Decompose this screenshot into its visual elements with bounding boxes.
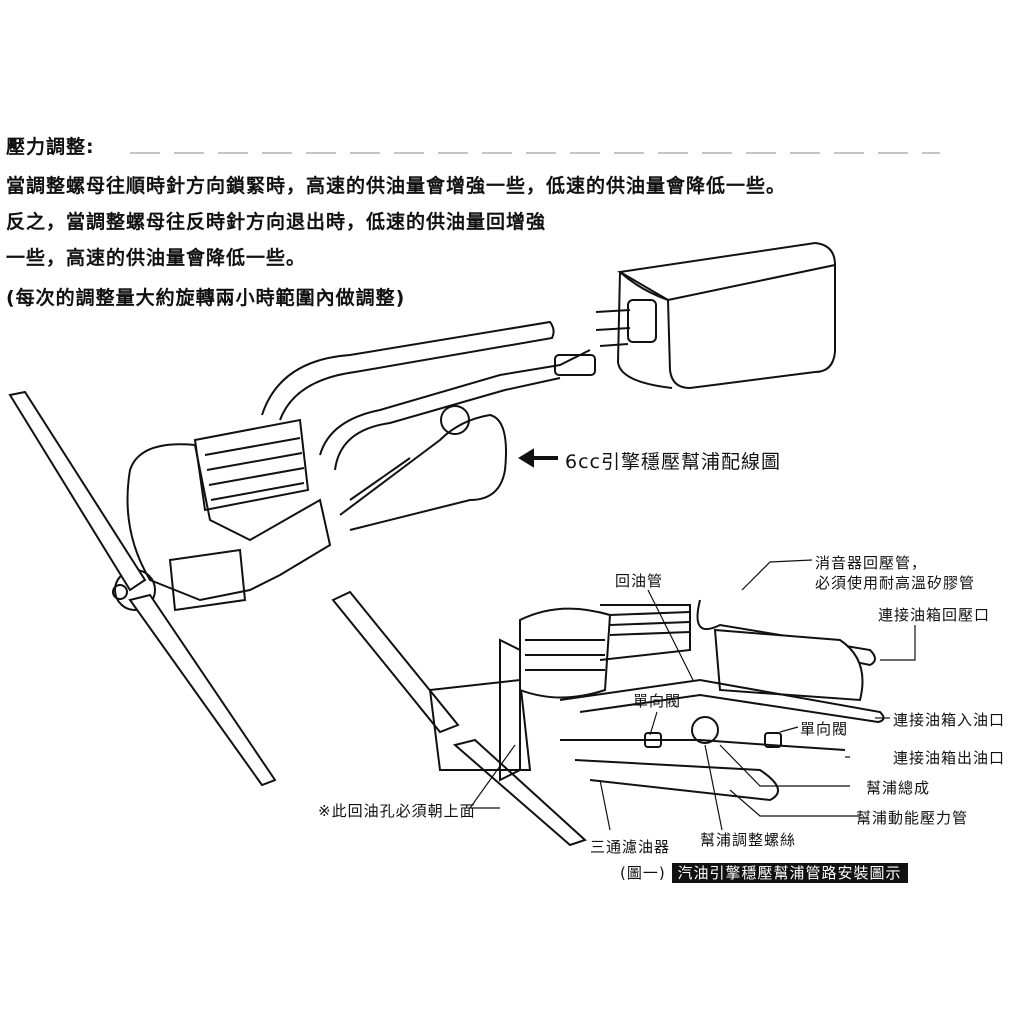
label-tank-inlet: 連接油箱入油口 (893, 711, 1006, 729)
bottom-engine-illustration (331, 590, 885, 847)
instruction-line-4: (每次的調整量大約旋轉兩小時範圍內做調整) (6, 287, 406, 309)
label-tank-outlet: 連接油箱出油口 (893, 749, 1006, 767)
figure-number: (圖一) (620, 864, 666, 882)
instruction-line-1: 當調整螺母往順時針方向鎖緊時，高速的供油量會增強一些，低速的供油量會降低一些。 (6, 175, 787, 197)
wiring-diagram-title: 6cc引擎穩壓幫浦配線圖 (565, 451, 781, 473)
figure-caption: (圖一) 汽油引擎穩壓幫浦管路安裝圖示 (620, 862, 908, 883)
label-check-valve-1: 單向閥 (633, 692, 682, 710)
label-check-valve-2: 單向閥 (800, 720, 849, 738)
top-engine-illustration (8, 320, 596, 787)
figure-title: 汽油引擎穩壓幫浦管路安裝圖示 (671, 863, 908, 883)
label-return-hole-note: ※此回油孔必須朝上面 (318, 802, 476, 820)
label-tank-return: 連接油箱回壓口 (878, 606, 991, 624)
label-three-way-filter: 三通濾油器 (590, 838, 671, 856)
instruction-line-3: 一些，高速的供油量會降低一些。 (6, 247, 307, 269)
fuel-tank-illustration (595, 241, 836, 390)
label-pump-assembly: 幫浦總成 (866, 779, 931, 797)
instruction-line-2: 反之，當調整螺母往反時針方向退出時，低速的供油量回增強 (6, 211, 547, 233)
label-muffler-pipe-1: 消音器回壓管， (815, 554, 928, 572)
leader-lines (468, 559, 916, 831)
label-pump-pressure-pipe: 幫浦動能壓力管 (856, 809, 969, 827)
label-return-pipe: 回油管 (615, 572, 664, 590)
section-heading: 壓力調整: (6, 136, 95, 158)
label-muffler-pipe-2: 必須使用耐高溫矽膠管 (815, 574, 976, 592)
label-pump-adjust-screw: 幫浦調整螺絲 (700, 831, 797, 849)
